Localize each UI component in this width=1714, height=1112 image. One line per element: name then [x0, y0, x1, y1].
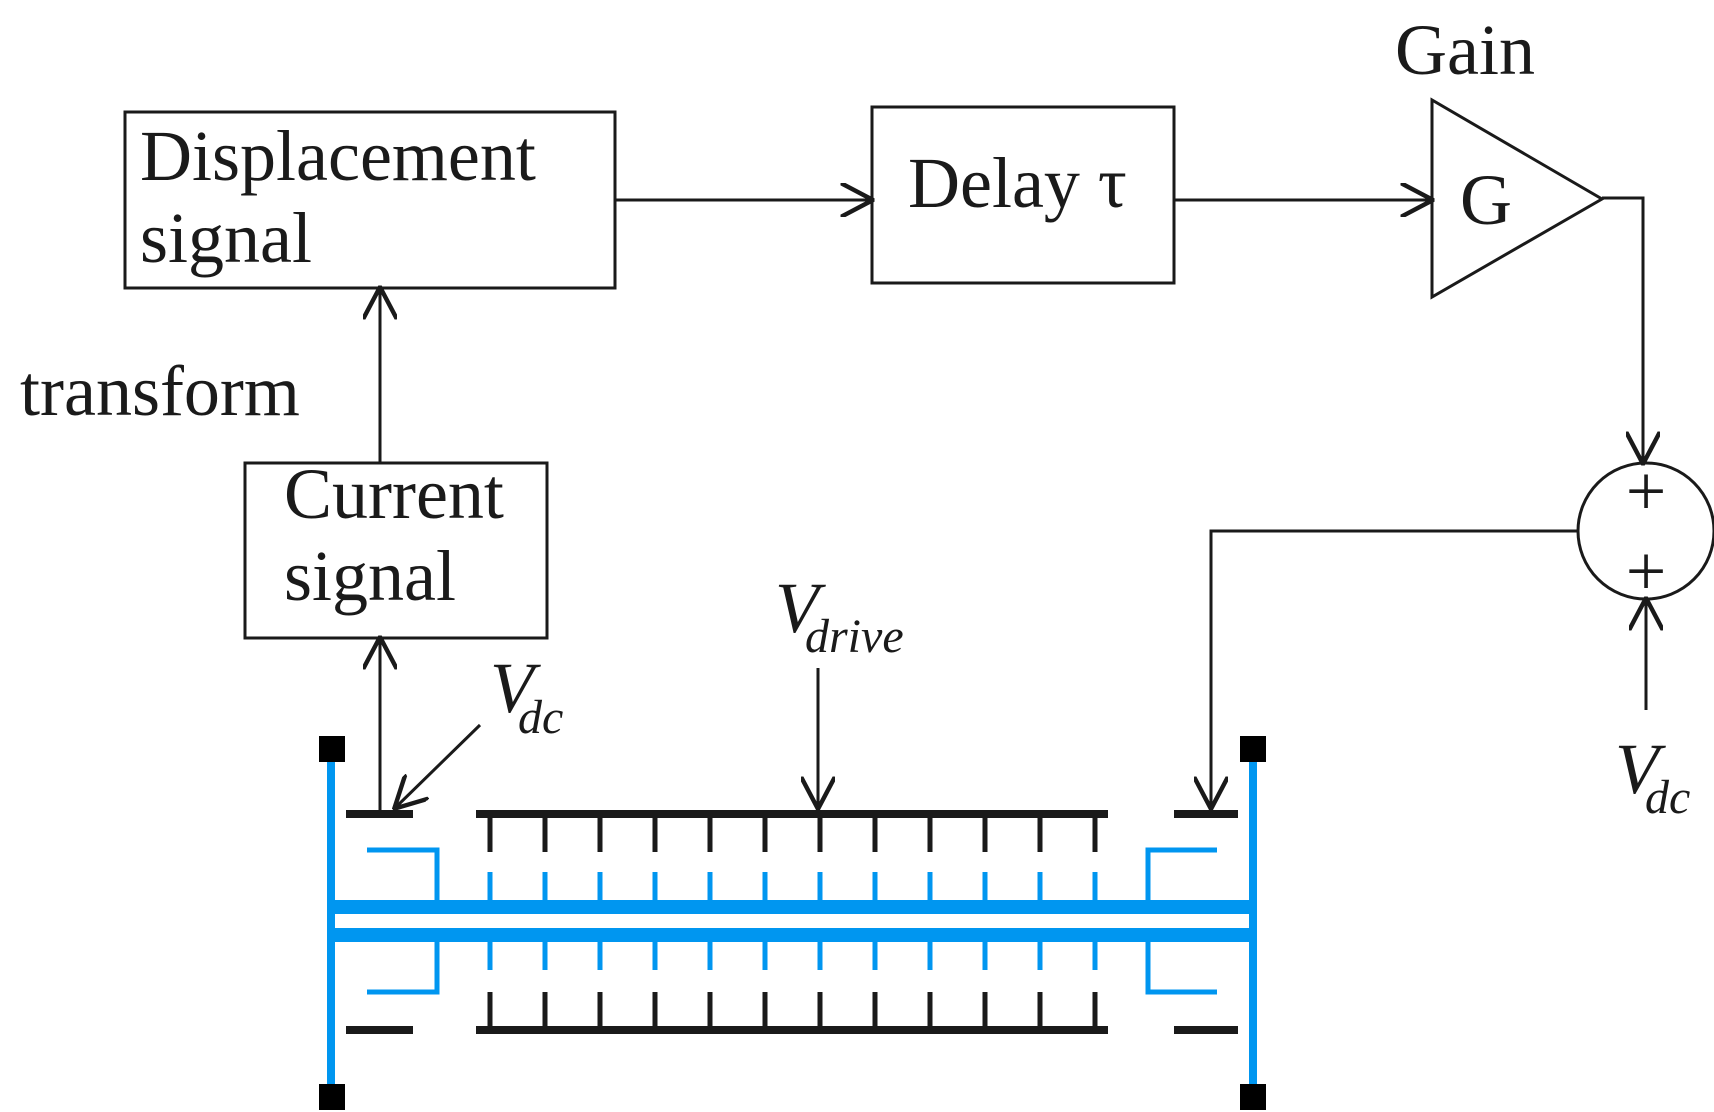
vdc-left-main: V — [490, 648, 541, 728]
vdc-right-label: V dc — [1615, 729, 1690, 824]
current-signal-label-line1: Current — [284, 454, 504, 534]
resonator-fixed-electrodes — [346, 810, 1238, 1034]
summer-top-sign: + — [1626, 451, 1667, 531]
anchor-pad-top-right — [1240, 736, 1266, 762]
anchor-pad-top-left — [319, 736, 345, 762]
anchor-pad-bottom-left — [319, 1084, 345, 1110]
left-lower-sense-finger — [367, 935, 440, 995]
vdc-left-arrow — [395, 723, 482, 808]
gain-title: Gain — [1395, 10, 1535, 90]
vdrive-label: V drive — [775, 568, 904, 663]
delay-label: Delay τ — [908, 143, 1127, 223]
vdc-right-subscript: dc — [1645, 771, 1690, 824]
current-signal-label-line2: signal — [284, 536, 456, 616]
vdrive-main: V — [775, 568, 826, 648]
displacement-signal-label-line1: Displacement — [140, 116, 536, 196]
comb-fingers — [487, 814, 1098, 1030]
resonator-blue-structure — [327, 750, 1257, 1095]
displacement-signal-label-line2: signal — [140, 198, 312, 278]
vdc-right-main: V — [1615, 729, 1666, 809]
gain-symbol: G — [1460, 160, 1512, 240]
transform-label: transform — [20, 351, 300, 431]
anchor-pads — [319, 736, 1266, 1110]
gain-amplifier-triangle — [1430, 97, 1605, 300]
right-upper-sense-finger — [1145, 847, 1217, 907]
left-upper-sense-finger — [367, 847, 440, 907]
vdc-left-label: V dc — [490, 648, 563, 744]
vdc-left-subscript: dc — [518, 691, 563, 744]
right-lower-sense-finger — [1145, 935, 1217, 995]
mems-resonator — [319, 736, 1266, 1110]
vdrive-subscript: drive — [805, 610, 904, 663]
summer-to-right-comb-arrow — [1211, 529, 1578, 808]
anchor-pad-bottom-right — [1240, 1084, 1266, 1110]
gain-to-summer-arrow — [1602, 196, 1643, 463]
